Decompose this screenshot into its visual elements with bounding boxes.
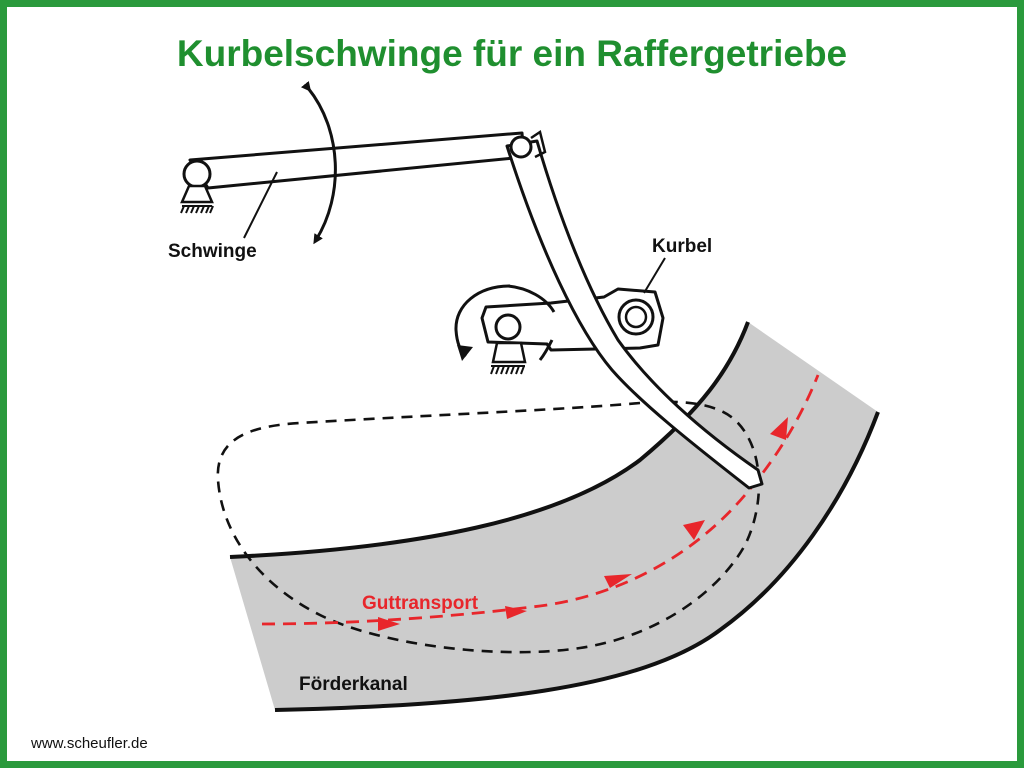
coupler-joint bbox=[509, 135, 533, 159]
label-schwinge: Schwinge bbox=[168, 241, 257, 262]
coupler-link bbox=[505, 129, 764, 490]
flow-arrow-1 bbox=[378, 617, 400, 631]
rocker-leader-line bbox=[243, 171, 278, 239]
rocker-pivot bbox=[182, 159, 212, 189]
channel-lower-wall bbox=[274, 411, 880, 712]
crank-leader-line bbox=[643, 257, 666, 294]
label-foerderkanal: Förderkanal bbox=[299, 674, 408, 695]
page-title: Kurbelschwinge für ein Raffergetriebe bbox=[176, 33, 848, 74]
label-kurbel: Kurbel bbox=[652, 236, 712, 257]
rocker-link bbox=[180, 131, 526, 214]
label-guttransport: Guttransport bbox=[362, 593, 479, 614]
flow-arrow-5 bbox=[770, 417, 788, 440]
footer-url: www.scheufler.de bbox=[31, 735, 148, 752]
conveyor-channel bbox=[229, 321, 880, 712]
flow-arrow-4 bbox=[683, 520, 705, 540]
flow-arrow-3 bbox=[604, 574, 632, 588]
swing-arrow bbox=[300, 80, 337, 245]
material-flow-line bbox=[261, 374, 820, 631]
crank-pivot bbox=[494, 313, 522, 341]
crank-assembly bbox=[480, 287, 665, 375]
crank-pin-inner bbox=[624, 305, 648, 329]
channel-upper-wall bbox=[229, 321, 750, 559]
flow-arrow-2 bbox=[505, 606, 527, 619]
